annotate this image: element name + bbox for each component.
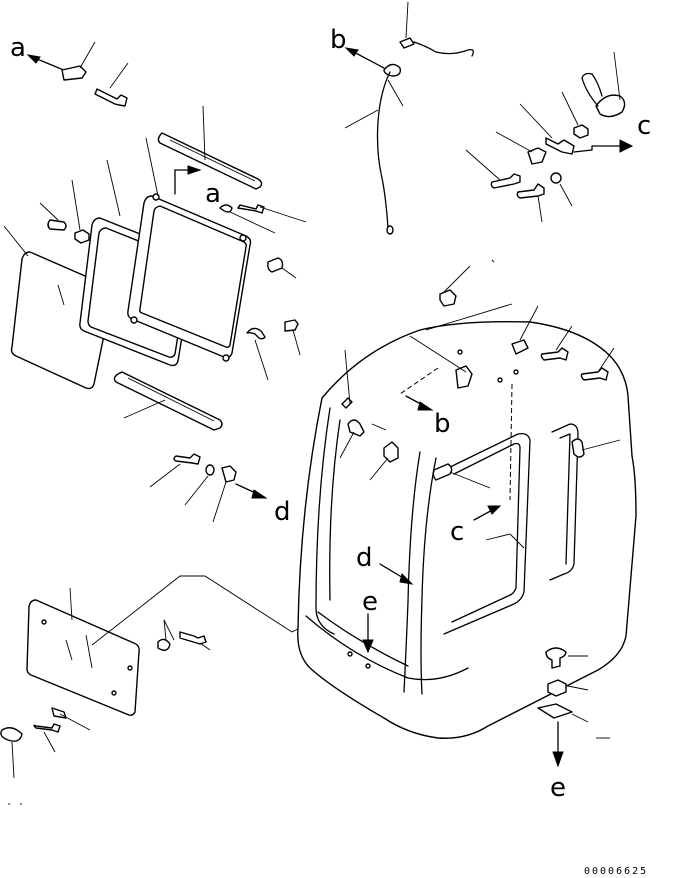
- label-a-top: a: [10, 33, 26, 63]
- label-b-top: b: [330, 25, 347, 55]
- stub-mark: [491, 259, 495, 263]
- window-sash-frame: [127, 137, 252, 362]
- label-d-cab: d: [356, 543, 373, 573]
- frame-nut-bolt: [39, 179, 90, 244]
- window-seal-strip-top: [157, 105, 263, 190]
- label-c-mid: c: [450, 517, 464, 547]
- label-c-top: c: [637, 111, 651, 141]
- label-b-mid: b: [434, 409, 451, 439]
- callout-labels: a a b b c c d d e e 00006625: [10, 25, 651, 877]
- wire-harness-b: [344, 1, 474, 235]
- drawing-number: 00006625: [584, 866, 648, 877]
- floor-fasteners-e: [537, 647, 610, 768]
- bolt-washer-clamp-d: [149, 453, 268, 523]
- label-e-cab: e: [362, 587, 378, 617]
- label-a-mid: a: [205, 179, 221, 209]
- cab-frame: [297, 265, 637, 739]
- sash-fasteners: [219, 204, 307, 381]
- label-d-mid: d: [274, 497, 291, 527]
- lamp-assembly-c: [465, 51, 634, 223]
- rear-glass-fasteners: [0, 619, 211, 805]
- window-seal-strip-bottom: [113, 371, 223, 431]
- label-e-bottom: e: [550, 773, 566, 803]
- rear-glass-panel: [26, 587, 140, 716]
- clip-bolt-assembly-a: [26, 41, 129, 107]
